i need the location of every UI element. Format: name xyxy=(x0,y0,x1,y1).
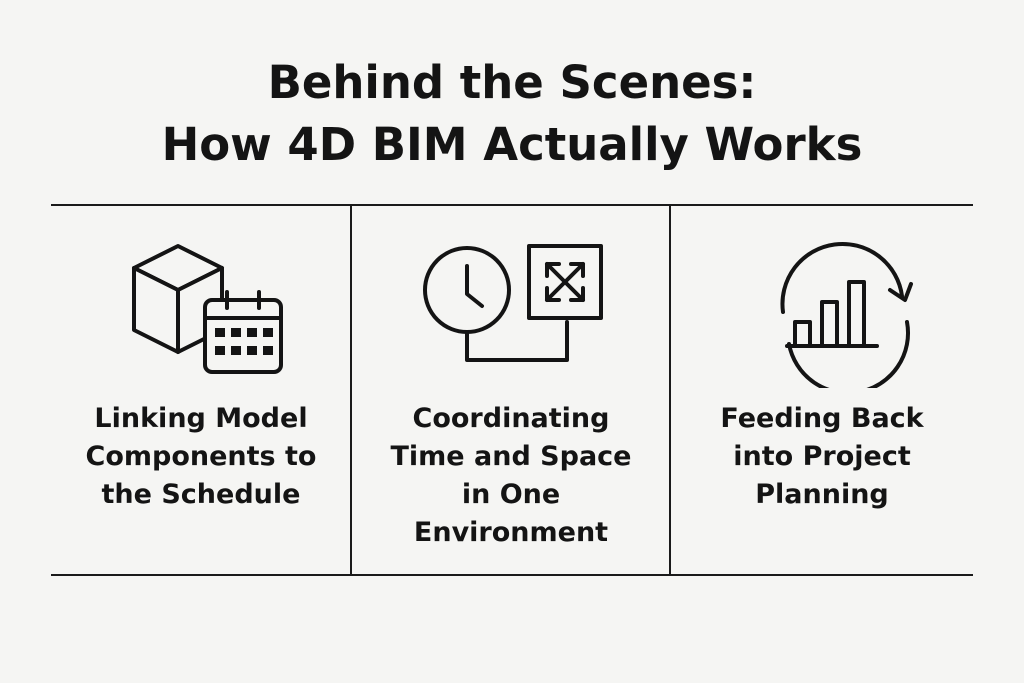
page-title: Behind the Scenes: How 4D BIM Actually W… xyxy=(0,52,1024,176)
bar-chart-cycle-icon xyxy=(671,238,973,388)
panel-label: Coordinating Time and Space in One Envir… xyxy=(390,403,632,548)
clock-expand-icon xyxy=(352,238,670,388)
column-divider-1 xyxy=(350,205,352,575)
bottom-divider xyxy=(51,574,973,576)
panel-coordinating: Coordinating Time and Space in One Envir… xyxy=(352,206,670,574)
top-divider xyxy=(51,204,973,206)
panel-label: Linking Model Components to the Schedule xyxy=(85,403,317,510)
panel-label: Feeding Back into Project Planning xyxy=(720,403,924,510)
panel-linking-model: Linking Model Components to the Schedule xyxy=(51,206,351,574)
panel-feeding-back: Feeding Back into Project Planning xyxy=(671,206,973,574)
title-line-2: How 4D BIM Actually Works xyxy=(161,118,863,171)
title-line-1: Behind the Scenes: xyxy=(267,56,757,109)
column-divider-2 xyxy=(669,205,671,575)
cube-calendar-icon xyxy=(51,238,351,388)
